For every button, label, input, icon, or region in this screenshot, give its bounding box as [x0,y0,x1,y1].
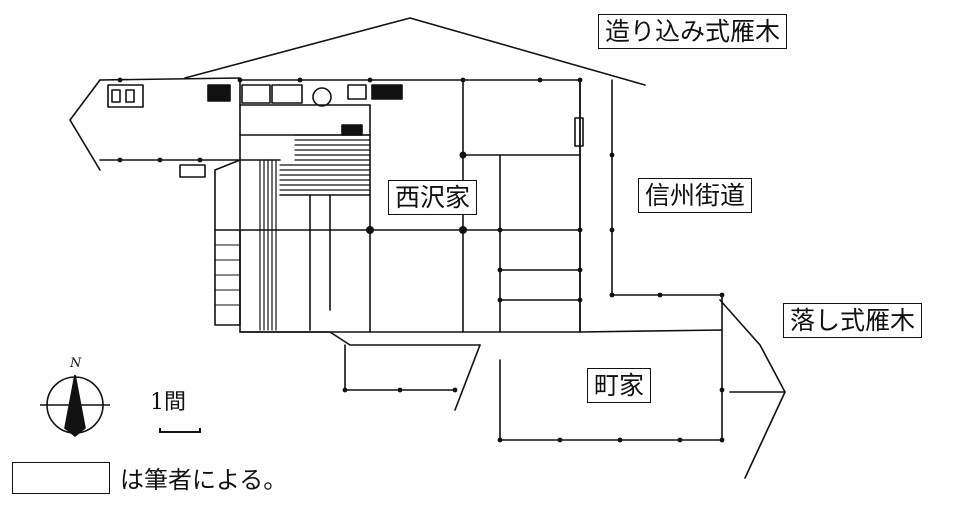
scale-bar [159,428,201,433]
fixture-3 [271,84,303,104]
road-edge [611,79,723,331]
left-stair [214,229,241,326]
fixture-stove [207,84,231,102]
gangi-top-edge [99,77,241,81]
fixture-1 [107,84,144,108]
label-shinshu-kaido: 信州街道 [638,178,753,213]
fixture-small [179,164,206,178]
roof-outline [184,17,646,86]
left-arrow-outline [69,79,101,171]
legend-text: は筆者による。 [120,466,288,494]
fixture-5 [341,124,363,136]
fixture-well [312,87,332,107]
legend-box-swatch [12,462,110,494]
label-tsukurikomi-gangi: 造り込み式雁木 [598,14,788,49]
stair-lines [259,134,371,331]
compass-letter: N [70,356,82,371]
north-arrow-icon [40,374,110,438]
fixture-2 [241,84,271,104]
scale-label: 1間 [150,390,186,415]
fixture-4 [347,84,367,100]
fixture-stove-2 [371,84,403,100]
label-machiya: 町家 [587,368,652,403]
post-markers [117,77,725,443]
right-arrow-outline [719,299,786,479]
label-nishizawa-house: 西沢家 [388,180,478,215]
label-otoshi-gangi: 落し式雁木 [783,303,923,338]
